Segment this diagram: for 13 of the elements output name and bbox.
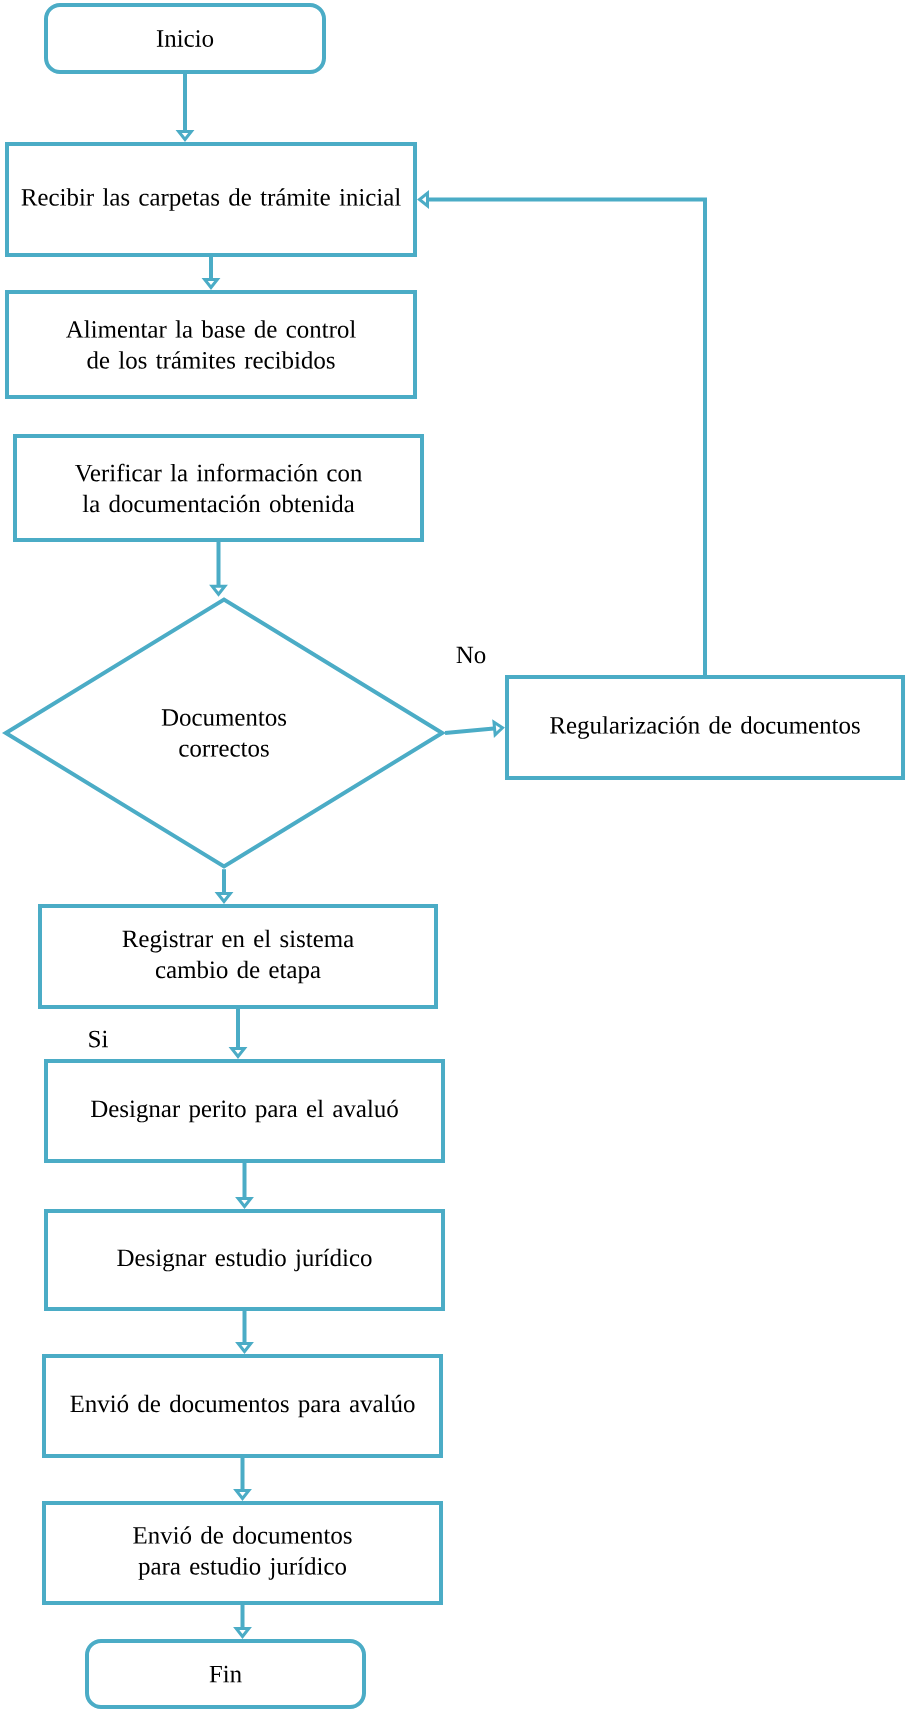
edge-label: No — [454, 645, 488, 665]
process-box: Envió de documentos para estudio jurídico — [42, 1501, 443, 1605]
terminal-box: Inicio — [44, 3, 326, 74]
process-box: Recibir las carpetas de trámite inicial — [5, 142, 417, 257]
process-box: Registrar en el sistema cambio de etapa — [38, 904, 438, 1009]
process-box: Designar estudio jurídico — [44, 1209, 445, 1311]
terminal-box: Fin — [85, 1639, 366, 1709]
process-box: Verificar la información con la documentación obtenida — [13, 434, 424, 542]
process-box: Regularización de documentos — [505, 675, 905, 780]
process-box: Alimentar la base de control de los trámites recibidos — [5, 290, 417, 399]
process-box: Envió de documentos para avalúo — [42, 1354, 443, 1458]
branch-label: Si — [89, 1030, 108, 1048]
process-box: Designar perito para el avaluó — [44, 1059, 445, 1163]
